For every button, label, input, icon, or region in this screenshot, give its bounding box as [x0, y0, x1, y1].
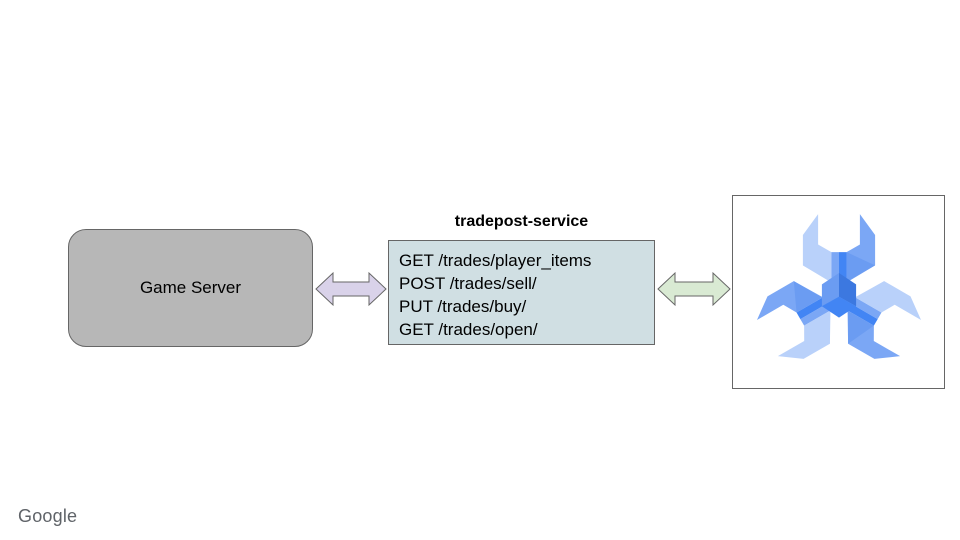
connector-service-to-logo[interactable]	[656, 262, 732, 316]
agones-three-prong-wrench-icon	[756, 214, 921, 359]
double-arrow-shape	[657, 271, 731, 307]
endpoint-row: GET /trades/open/	[399, 320, 538, 339]
logo-panel	[732, 195, 945, 389]
google-watermark: Google	[18, 506, 78, 526]
connector-game-server-to-service[interactable]	[314, 262, 388, 316]
endpoint-row: PUT /trades/buy/	[399, 297, 527, 316]
node-tradepost-service[interactable]: GET /trades/player_items POST /trades/se…	[388, 240, 655, 345]
node-game-server[interactable]: Game Server	[68, 229, 313, 347]
endpoint-row: POST /trades/sell/	[399, 274, 537, 293]
service-title: tradepost-service	[454, 213, 589, 230]
endpoint-row: GET /trades/player_items	[399, 251, 592, 270]
node-game-server-label: Game Server	[139, 277, 242, 297]
double-arrow-shape	[315, 271, 387, 307]
